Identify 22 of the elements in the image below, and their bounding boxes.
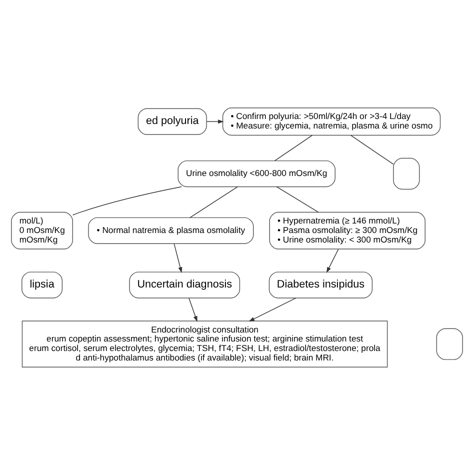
node-box: Endocrinologist consultation erum copeptin assessment; hypertonic saline infusion test; arginine stimulation test erum cortisol, serum electrolytes, glycemia; TSH, fT4; FSH, LH, estradiol/testosterone; prola d anti-hypothalamus antibodies (if available); visual field; brain MRI.: [22, 320, 388, 367]
connector: [72, 186, 182, 215]
connector: [274, 134, 313, 161]
node-box: • Normal natremia & plasma osmolality: [88, 216, 254, 244]
node-box: [393, 157, 420, 190]
node-box: mol/L) 0 mOsm/Kg mOsm/Kg: [11, 211, 73, 249]
arrow: [174, 242, 182, 272]
node-box: • Confirm polyuria: >50ml/Kg/24h or >3-4 L/day • Measure: glycemia, natremia, plasma & urine osmo: [222, 107, 441, 136]
node-box: ed polyuria: [138, 108, 207, 134]
node-box: Uncertain diagnosis: [129, 271, 240, 298]
connector: [350, 134, 394, 164]
node-box: [436, 328, 463, 360]
node-box: Urine osmolality <600-800 mOsm/Kg: [178, 160, 336, 187]
node-box: • Hypernatremia (≥ 146 mmol/L) • Pasma osmolality: ≥ 300 mOsm/Kg • Urine osmolality: < 300 mOsm/Kg: [269, 211, 426, 249]
arrow: [188, 297, 198, 322]
node-box: lipsia: [22, 271, 63, 298]
node-box: Diabetes insipidus: [268, 271, 373, 298]
arrow: [206, 119, 224, 124]
arrow: [248, 297, 296, 322]
arrow: [326, 248, 339, 272]
connector: [190, 186, 238, 218]
connector: [276, 186, 319, 212]
